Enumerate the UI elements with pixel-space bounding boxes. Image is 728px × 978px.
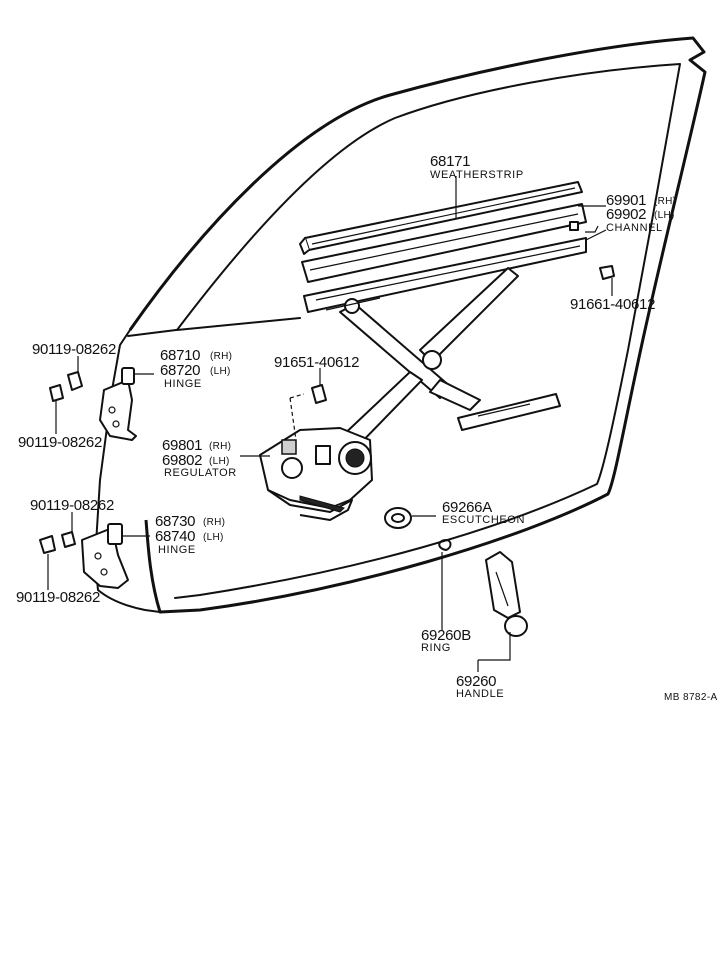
weatherstrip-name: WEATHERSTRIP: [430, 169, 524, 181]
channel-suffix-rh: (RH): [654, 196, 677, 207]
screw-channel-number: 91661-40612: [570, 296, 656, 313]
lower-hinge-suffix-rh: (RH): [203, 517, 226, 528]
channel-suffix-lh: (LH): [654, 210, 675, 221]
upper-hinge-number-rh: 68710: [160, 347, 201, 364]
ring-name: RING: [421, 642, 451, 654]
regulator-part: [259, 393, 373, 521]
bolt-top-number: 90119-08262: [32, 341, 117, 358]
escutcheon-number: 69266A: [442, 499, 492, 516]
lower-hinge-number-lh: 68740: [155, 528, 196, 545]
bolt-bottom-number: 90119-08262: [16, 589, 101, 606]
screw-regulator-number: 91651-40612: [274, 354, 360, 371]
handle-number: 69260: [456, 673, 497, 690]
channel-number-lh: 69902: [606, 206, 647, 223]
leader-lines: [47, 176, 613, 672]
handle-part: [485, 551, 528, 637]
escutcheon-name: ESCUTCHEON: [442, 514, 526, 526]
upper-hinge-number-lh: 68720: [160, 362, 201, 379]
lower-hinge-part: [39, 523, 129, 589]
upper-hinge-suffix-lh: (LH): [210, 366, 231, 377]
weatherstrip-number: 68171: [430, 153, 471, 170]
channel-name: CHANNEL: [606, 222, 663, 234]
screw-parts: [311, 265, 615, 404]
ring-part: [438, 539, 452, 551]
weatherstrip-part: [299, 181, 583, 255]
handle-name: HANDLE: [456, 688, 505, 700]
regulator-name: REGULATOR: [164, 467, 237, 479]
regulator-arms: [325, 267, 561, 453]
upper-hinge-part: [49, 367, 137, 441]
regulator-number-lh: 69802: [162, 452, 203, 469]
bolt-upper-lower-number: 90119-08262: [18, 434, 103, 451]
drawing-reference-code: MB 8782-A: [664, 692, 718, 703]
lower-hinge-suffix-lh: (LH): [203, 532, 224, 543]
lower-hinge-number-rh: 68730: [155, 513, 196, 530]
regulator-suffix-lh: (LH): [209, 456, 230, 467]
bolt-lower-upper-number: 90119-08262: [30, 497, 115, 514]
channel-part: [301, 203, 599, 313]
channel-number-rh: 69901: [606, 192, 647, 209]
ring-number: 69260B: [421, 627, 471, 644]
door-frame: [94, 36, 707, 614]
upper-hinge-name: HINGE: [164, 378, 202, 390]
upper-hinge-suffix-rh: (RH): [210, 351, 233, 362]
escutcheon-part: [384, 507, 412, 529]
regulator-number-rh: 69801: [162, 437, 203, 454]
lower-hinge-name: HINGE: [158, 544, 196, 556]
regulator-suffix-rh: (RH): [209, 441, 232, 452]
